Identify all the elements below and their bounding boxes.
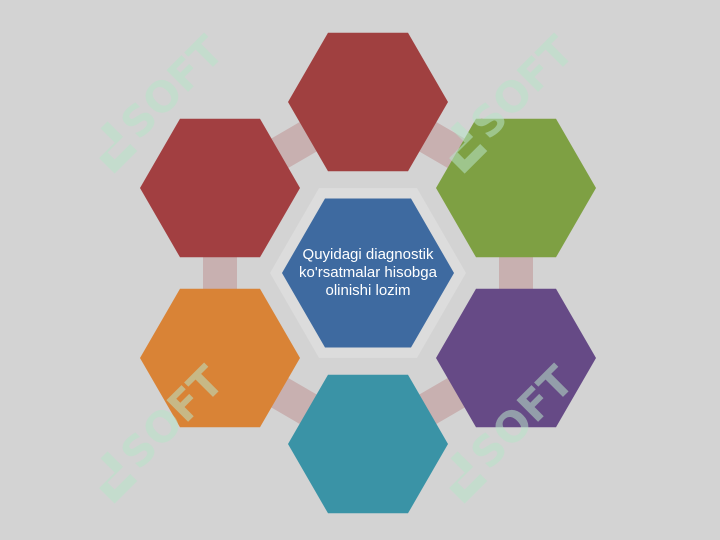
watermark-symbol	[442, 451, 488, 504]
center-hexagon-text: Quyidagi diagnostik ko'rsatmalar hisobga…	[299, 246, 437, 299]
hexagon-upper-left	[140, 118, 300, 258]
hexagon-bottom	[288, 374, 448, 514]
hexagon-cluster	[140, 32, 596, 514]
watermark-symbol	[92, 121, 138, 174]
hexagon-lower-left	[140, 288, 300, 428]
watermark-symbol	[92, 451, 138, 504]
hexagon-top	[288, 32, 448, 172]
watermark-symbol	[442, 121, 488, 174]
center-hexagon	[282, 198, 454, 348]
hexagon-lower-right	[436, 288, 596, 428]
